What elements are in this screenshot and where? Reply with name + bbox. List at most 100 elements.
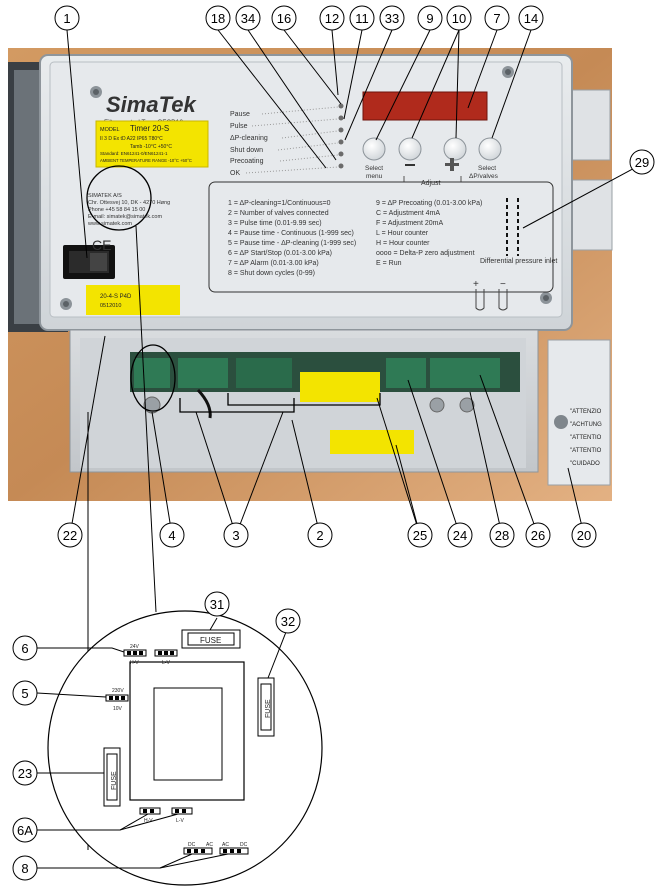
callouts: 1 18 34 16 12 11 33 9 10 7 14 29 22 4 3 … [12, 5, 655, 881]
callout-9: 9 [417, 5, 443, 31]
power-switch [63, 245, 115, 279]
callout-label: 22 [63, 528, 77, 543]
transformer-outline [129, 661, 245, 801]
menu-item: C = Adjustment 4mA [376, 210, 440, 217]
minus-port [498, 289, 508, 311]
address-highlight [86, 165, 152, 231]
terminal-block [134, 358, 170, 388]
callout-18: 18 [205, 5, 231, 31]
fuse-holder [181, 629, 241, 649]
model-plate-bg [95, 120, 209, 168]
menu-item: 4 = Pause time - Continuous (1-999 sec) [228, 230, 354, 237]
jumper-label: AC [222, 842, 229, 848]
jumper-label: 24V [130, 644, 140, 650]
screw [540, 292, 552, 304]
jumper-lv-top: L-V [154, 649, 178, 666]
callout-label: 16 [277, 11, 291, 26]
callout-label: 2 [316, 528, 323, 543]
callout-label: 8 [21, 861, 28, 876]
pressure-inlet-ports: + − [473, 279, 508, 311]
callout-20: 20 [571, 522, 597, 548]
fuse-left: FUSE [103, 747, 121, 807]
plus-port [475, 289, 485, 311]
jumper-label: 10V [113, 706, 123, 712]
fuse-right: FUSE [257, 677, 275, 737]
callout-label: 23 [18, 766, 32, 781]
fuse-top: FUSE [181, 629, 241, 649]
jumper-label: DC [188, 842, 196, 848]
callout-12: 12 [319, 5, 345, 31]
status-label-shut-down: Shut down [230, 147, 263, 154]
callout-6: 6 [12, 635, 38, 661]
plus-port-sign: + [473, 279, 479, 290]
warning-text: "ATTENZIO "ACHTUNG "ATTENTIO "ATTENTIO "… [570, 409, 602, 467]
callout-24: 24 [447, 522, 473, 548]
warning-line: "ATTENTIO [570, 435, 602, 441]
jumper-label: AC [206, 842, 213, 848]
terminal-block [386, 358, 426, 388]
ex-marking: II 3 D Ex tD A22 IP65 T80°C [100, 136, 163, 142]
callout-28: 28 [489, 522, 515, 548]
callout-label: 6A [17, 823, 33, 838]
terminal-block [178, 358, 228, 388]
menu-item: F = Adjustment 20mA [376, 220, 443, 227]
status-label-ok: OK [230, 170, 240, 177]
fuse-holder [103, 747, 121, 807]
callout-5: 5 [12, 680, 38, 706]
callout-label: 31 [210, 597, 224, 612]
callout-label: 4 [168, 528, 175, 543]
menu-legend-box [208, 181, 554, 293]
select-dp-button [478, 137, 502, 161]
menu-item: 8 = Shut down cycles (0-99) [228, 270, 315, 277]
gland [429, 397, 445, 413]
callout-16: 16 [271, 5, 297, 31]
led-precoating [338, 151, 344, 157]
standard: Standard: EN61241-0/EN61241-1 [100, 151, 168, 156]
callout-label: 7 [493, 11, 500, 26]
select-dp-label: Select [478, 165, 496, 172]
jumper-label: H-V [130, 660, 139, 666]
led-pause [338, 103, 344, 109]
serial-sticker-upper: 20-4-S P4D 0512010 [86, 285, 180, 315]
fuse-body [260, 683, 272, 731]
led-pulse [338, 115, 344, 121]
fuse-body [106, 753, 118, 801]
callout-31: 31 [204, 591, 230, 617]
menu-item: 6 = ΔP Start/Stop (0.01-3.00 kPa) [228, 250, 332, 257]
callout-23: 23 [12, 760, 38, 786]
callout-25: 25 [407, 522, 433, 548]
company-line: Chr. Ottesvej 10, DK - 4270 Høng [88, 200, 170, 206]
callout-label: 14 [524, 11, 538, 26]
company-line: SIMATEK A/S [88, 193, 122, 199]
fuse-label: FUSE [111, 771, 118, 790]
serial-2: 0512010 [100, 303, 121, 309]
bracket-2 [227, 393, 381, 406]
callout-label: 32 [281, 614, 295, 629]
jumper-dc-ac-row: DC AC AC DC [183, 842, 249, 855]
switch-rocker-pressed [90, 253, 107, 271]
callout-label: 24 [453, 528, 467, 543]
screw [90, 86, 102, 98]
callout-label: 29 [635, 155, 649, 170]
callout-label: 28 [495, 528, 509, 543]
company-line: Phone +45 58 84 15 00 [88, 207, 145, 213]
jumper-lv-bottom: L-V [171, 807, 193, 824]
minus-port-sign: − [500, 279, 506, 290]
serial-1: 20-4-S P4D [100, 294, 132, 300]
menu-item: 5 = Pause time - ΔP-cleaning (1-999 sec) [228, 240, 356, 247]
callout-label: 11 [355, 11, 369, 26]
jumper-hv-bottom: H-V [139, 807, 161, 824]
model-value: Timer 20-S [130, 124, 169, 133]
callout-29: 29 [629, 149, 655, 175]
jumper-label: H-V [144, 818, 153, 824]
callout-3: 3 [223, 522, 249, 548]
jumper-24v: 24V H-V [123, 644, 147, 666]
jumper-label: L-V [176, 818, 184, 824]
callout-8: 8 [12, 855, 38, 881]
status-label-dp-cleaning: ΔP-cleaning [230, 135, 268, 142]
menu-item: H = Hour counter [376, 240, 430, 247]
callout-label: 33 [385, 11, 399, 26]
cable [196, 388, 212, 419]
menu-item: oooo = Delta-P zero adjustment [376, 250, 475, 257]
jumper-label: DC [240, 842, 248, 848]
